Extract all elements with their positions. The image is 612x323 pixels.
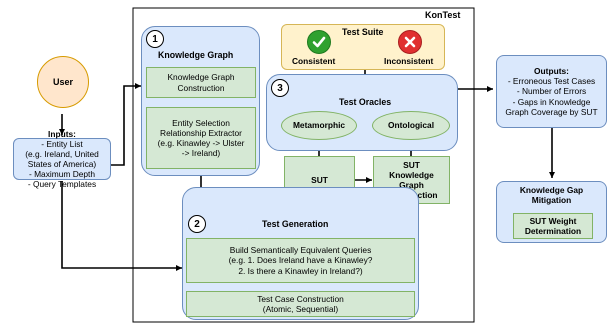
mitigation-title-line: Knowledge Gap — [519, 185, 584, 195]
arrow-inputs-kg — [111, 83, 141, 166]
kg-construction-box: Knowledge Graph Construction — [146, 67, 256, 98]
extractor-line: (e.g. Kinawley -> Ulster — [157, 138, 245, 148]
user-node: User — [37, 56, 89, 108]
inputs-title: Inputs: — [48, 128, 76, 139]
sut-kg-line: Knowledge — [389, 169, 434, 180]
outputs-line: Graph Coverage by SUT — [505, 106, 598, 117]
inputs-line: - Entity List — [41, 138, 83, 149]
test-oracles-title: Test Oracles — [339, 97, 392, 107]
sut-weight-line: SUT Weight — [529, 215, 577, 226]
inputs-line: States of America) — [27, 159, 97, 169]
semantic-queries-box: Build Semantically Equivalent Queries (e… — [186, 238, 415, 283]
metamorphic-label: Metamorphic — [292, 120, 346, 131]
step-number-3: 3 — [271, 79, 289, 97]
mitigation-title: Knowledge Gap Mitigation — [496, 185, 607, 205]
queries-line: Build Semantically Equivalent Queries — [229, 245, 372, 256]
cases-line: Test Case Construction — [257, 293, 344, 304]
kg-construction-line: Construction — [177, 82, 225, 93]
test-case-construction-box: Test Case Construction (Atomic, Sequenti… — [186, 291, 415, 317]
test-generation-title: Test Generation — [262, 219, 329, 229]
kontest-frame — [132, 7, 475, 323]
queries-line: 2. Is there a Kinawley in Ireland?) — [238, 265, 363, 276]
inconsistent-label: Inconsistent — [384, 56, 434, 66]
kontest-title: KonTest — [425, 10, 461, 20]
extractor-line: Relationship Extractor — [160, 127, 242, 138]
mitigation-title-line: Mitigation — [531, 195, 572, 206]
outputs-box: Outputs: - Erroneous Test Cases - Number… — [496, 55, 607, 128]
inputs-line: - Query Templates — [27, 179, 97, 190]
ontological-label: Ontological — [387, 120, 435, 131]
step-number-2: 2 — [188, 215, 206, 233]
sut-kg-line: SUT — [403, 159, 420, 170]
outputs-title: Outputs: — [534, 66, 569, 77]
extractor-line: -> Ireland) — [181, 148, 221, 159]
outputs-line: - Number of Errors — [516, 86, 587, 97]
entity-extractor-box: Entity Selection Relationship Extractor … — [146, 107, 256, 169]
kg-construction-line: Knowledge Graph — [167, 72, 235, 83]
cross-icon — [398, 30, 422, 54]
ontological-oracle: Ontological — [372, 111, 450, 140]
cases-line: (Atomic, Sequential) — [262, 304, 339, 314]
sut-kg-line: Graph — [399, 180, 424, 190]
step-number-1: 1 — [146, 30, 164, 48]
inputs-line: (e.g. Ireland, United — [25, 148, 99, 159]
check-icon — [307, 30, 331, 54]
inputs-line: - Maximum Depth — [28, 169, 96, 180]
user-label: User — [52, 76, 73, 87]
outputs-line: - Gaps in Knowledge — [512, 96, 591, 107]
sut-weight-box: SUT Weight Determination — [513, 213, 593, 239]
extractor-line: Entity Selection — [172, 117, 230, 128]
test-suite-title: Test Suite — [342, 27, 384, 37]
inputs-box: Inputs: - Entity List (e.g. Ireland, Uni… — [13, 129, 111, 189]
arrow-inputs-testgen — [61, 181, 182, 271]
sut-weight-line: Determination — [524, 226, 582, 236]
consistent-label: Consistent — [292, 56, 336, 66]
knowledge-graph-title: Knowledge Graph — [158, 50, 234, 60]
metamorphic-oracle: Metamorphic — [281, 111, 357, 140]
sut-label: SUT — [311, 174, 328, 185]
outputs-line: - Erroneous Test Cases — [507, 76, 596, 87]
queries-line: (e.g. 1. Does Ireland have a Kinawley? — [228, 255, 373, 266]
